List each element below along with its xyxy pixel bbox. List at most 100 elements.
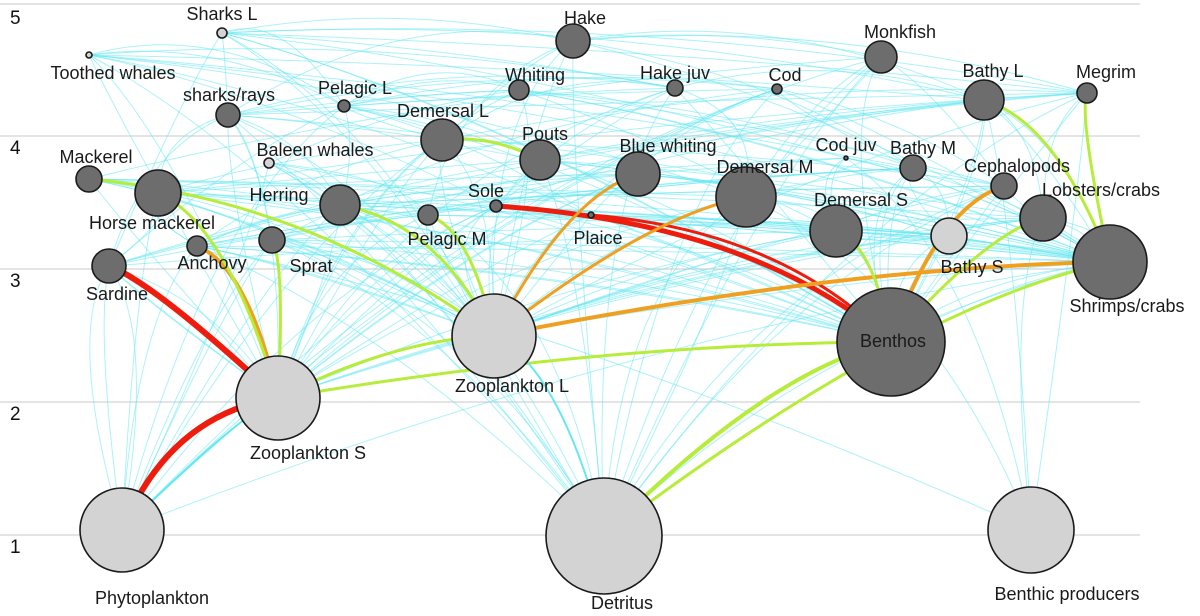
weak-link — [121, 239, 273, 531]
trophic-level-label: 4 — [10, 138, 21, 159]
weak-link — [637, 173, 950, 237]
weak-link — [495, 205, 892, 343]
weak-link — [339, 185, 1005, 206]
node-label-pelagic-l: Pelagic L — [318, 78, 392, 98]
node-label-sharks-rays: sharks/rays — [183, 85, 275, 105]
weak-link — [227, 30, 574, 116]
node-horse-mackerel — [134, 169, 182, 217]
node-label-hake: Hake — [564, 8, 606, 28]
node-label-benthic-producers: Benthic producers — [994, 584, 1139, 604]
weak-link — [1020, 217, 1044, 531]
weak-link — [601, 87, 676, 537]
weak-link — [271, 214, 429, 241]
weak-link — [539, 92, 1088, 161]
weak-link — [493, 235, 950, 337]
weak-link — [983, 99, 1032, 531]
node-baleen-whales — [263, 157, 275, 169]
node-label-shrimps-crabs: Shrimps/crabs — [1069, 296, 1184, 316]
node-label-mackerel: Mackerel — [59, 147, 132, 167]
node-megrim — [1076, 82, 1098, 104]
trophic-level-label: 1 — [10, 537, 21, 558]
weak-link — [157, 159, 541, 194]
weak-link — [674, 70, 985, 101]
node-label-whiting: Whiting — [505, 65, 565, 85]
weak-link — [495, 99, 985, 207]
weak-link — [88, 54, 279, 399]
weak-link — [221, 32, 1088, 94]
weak-link — [339, 204, 1111, 263]
node-lobsters-crabs — [1019, 194, 1067, 242]
node-label-bathy-s: Bathy S — [940, 257, 1003, 277]
weak-link — [221, 17, 574, 42]
weak-link — [572, 34, 882, 58]
weak-link — [590, 214, 950, 237]
weak-link — [121, 205, 497, 531]
weak-link — [88, 48, 676, 89]
weak-link — [103, 265, 123, 531]
node-label-lobsters-crabs: Lobsters/crabs — [1042, 180, 1160, 200]
node-phytoplankton — [79, 487, 165, 573]
node-mackerel — [75, 165, 103, 193]
weak-link — [227, 114, 279, 399]
weak-link — [108, 105, 345, 267]
node-demersal-s — [809, 204, 863, 258]
node-label-hake-juv: Hake juv — [640, 63, 710, 83]
weak-link — [227, 87, 676, 116]
weak-link — [88, 44, 345, 107]
node-label-herring: Herring — [249, 185, 308, 205]
weak-link — [268, 162, 892, 343]
weak-link — [277, 56, 882, 399]
weak-link — [603, 261, 1111, 537]
weak-link — [441, 80, 676, 141]
weak-link — [227, 114, 443, 141]
weak-link — [227, 114, 605, 537]
weak-link — [221, 32, 495, 337]
node-demersal-l — [420, 118, 464, 162]
trophic-level-label: 3 — [10, 271, 21, 292]
node-benthic-producers — [987, 486, 1075, 574]
weak-link — [121, 261, 1111, 531]
weak-link — [339, 88, 778, 206]
weak-link — [518, 89, 837, 232]
node-label-detritus: Detritus — [591, 593, 653, 613]
flow-link-benthos-zooplankton-s — [276, 340, 893, 400]
weak-link — [343, 88, 778, 107]
node-blue-whiting — [615, 151, 661, 197]
weak-link — [277, 139, 443, 399]
weak-link — [268, 89, 520, 164]
weak-link — [89, 265, 123, 531]
node-pelagic-l — [337, 99, 351, 113]
node-benthos — [836, 287, 946, 397]
weak-link — [157, 192, 892, 343]
weak-link — [227, 77, 778, 116]
node-label-demersal-l: Demersal L — [397, 101, 489, 121]
node-label-sardine: Sardine — [86, 284, 148, 304]
node-label-sprat: Sprat — [289, 256, 332, 276]
weak-link — [121, 88, 778, 531]
node-label-anchovy: Anchovy — [177, 253, 246, 273]
node-label-bathy-m: Bathy M — [890, 138, 956, 158]
node-sole — [489, 199, 503, 213]
weak-link — [845, 157, 1032, 531]
node-label-megrim: Megrim — [1076, 62, 1136, 82]
weak-link — [493, 89, 530, 337]
weak-link — [343, 80, 520, 107]
weak-link — [271, 239, 605, 537]
node-detritus — [545, 477, 663, 595]
weak-link — [268, 162, 495, 337]
node-label-cod: Cod — [768, 65, 801, 85]
node-label-pelagic-m: Pelagic M — [407, 229, 486, 249]
weak-link — [745, 196, 1111, 263]
node-anchovy — [186, 235, 208, 257]
node-label-sharks-l: Sharks L — [186, 4, 257, 24]
weak-link — [121, 192, 159, 531]
node-bathy-m — [899, 154, 927, 182]
node-pouts — [519, 139, 561, 181]
flow-link-shrimps-crabs-zooplankton-l — [492, 260, 1112, 338]
weak-link — [343, 72, 520, 107]
weak-link — [88, 56, 882, 180]
weak-link — [590, 214, 892, 343]
